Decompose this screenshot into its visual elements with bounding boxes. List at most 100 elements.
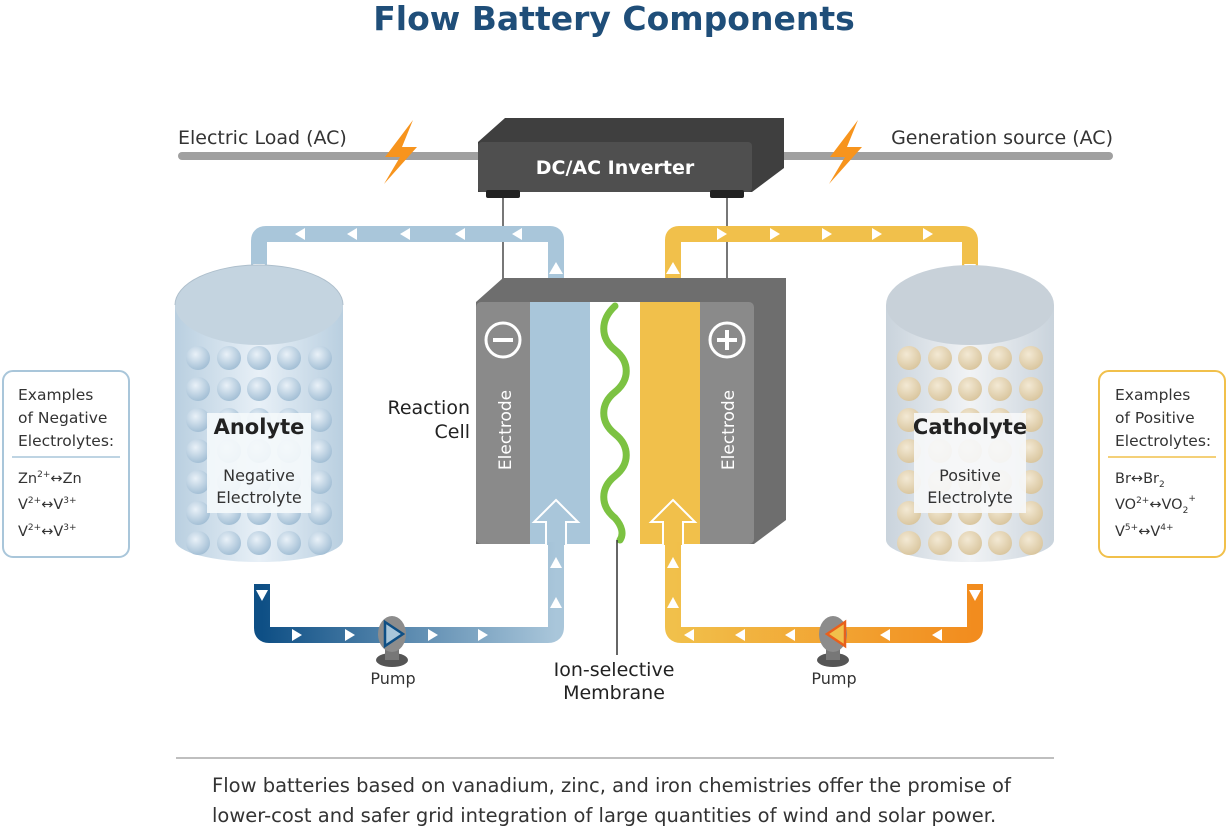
electrolyte-bubble	[217, 346, 241, 370]
footer-line1: Flow batteries based on vanadium, zinc, …	[212, 774, 1012, 797]
electrolyte-bubble	[1019, 377, 1043, 401]
membrane-label-line2: Membrane	[563, 682, 665, 704]
pump-arrow-icon	[824, 619, 847, 649]
electrolyte-bubble	[247, 377, 271, 401]
pump-arrow-icon	[383, 619, 406, 649]
tank-label-panel	[207, 413, 311, 513]
inverter-foot	[486, 190, 520, 198]
diagram-title: Flow Battery Components	[373, 0, 854, 38]
tank-top	[175, 265, 343, 345]
electrolyte-bubble	[277, 531, 301, 555]
inverter-front	[478, 142, 752, 192]
anolyte-desc-line2: Electrolyte	[216, 488, 302, 507]
electrolyte-bubble	[217, 377, 241, 401]
positive-heading-line3: Electrolytes:	[1115, 432, 1211, 450]
negative-example-3: V2+↔V3+	[18, 523, 77, 540]
flow-arrow	[872, 228, 882, 240]
electrolyte-bubble	[958, 531, 982, 555]
reaction-cell-label-line2: Cell	[434, 421, 470, 443]
flow-arrow	[932, 629, 942, 641]
positive-example-3: V5+↔V4+	[1115, 523, 1174, 540]
inverter-foot	[710, 190, 744, 198]
right-pump: Pump	[811, 616, 857, 688]
flow-arrow	[512, 228, 522, 240]
flow-arrow	[550, 557, 562, 568]
electrolyte-bubble	[958, 346, 982, 370]
lightning-bolt-icon	[384, 120, 417, 184]
electrolyte-bubble	[186, 531, 210, 555]
catholyte-tank: Catholyte Positive Electrolyte	[886, 265, 1054, 562]
electrolyte-bubble	[897, 531, 921, 555]
flow-arrow	[256, 590, 268, 601]
electrolyte-bubble	[1019, 531, 1043, 555]
electrolyte-bubble	[308, 531, 332, 555]
electrolyte-bubble	[988, 531, 1012, 555]
reaction-cell-label-line1: Reaction	[387, 397, 470, 419]
minus-icon	[484, 321, 522, 359]
right-pump-label: Pump	[811, 669, 856, 688]
box-frame	[2, 370, 130, 558]
flow-arrow	[345, 629, 355, 641]
electric-load-label: Electric Load (AC)	[178, 127, 347, 149]
electrolyte-bubble	[928, 531, 952, 555]
positive-example-2: VO2+↔VO2+	[1115, 494, 1196, 516]
negative-electrode-label: Electrode	[496, 390, 516, 470]
electrolyte-bubble	[186, 408, 210, 432]
flow-arrow	[880, 629, 890, 641]
catholyte-desc-line1: Positive	[939, 466, 1001, 485]
flow-arrow	[478, 629, 488, 641]
dc-ac-inverter: DC/AC Inverter	[478, 118, 784, 300]
electrolyte-bubble	[1019, 346, 1043, 370]
electrolyte-bubble	[277, 377, 301, 401]
flow-arrow	[735, 629, 745, 641]
electrolyte-bubble	[928, 346, 952, 370]
electrolyte-bubble	[308, 408, 332, 432]
membrane-label-line1: Ion-selective	[554, 659, 675, 681]
negative-electrolytes-box: Examples of Negative Electrolytes: Zn2+↔…	[2, 370, 130, 558]
catholyte-desc-line2: Electrolyte	[927, 488, 1013, 507]
membrane-zone	[590, 302, 640, 544]
positive-example-1: Br↔Br2	[1115, 471, 1165, 490]
electrolyte-bubble	[186, 377, 210, 401]
electrolyte-bubble	[988, 377, 1012, 401]
electrolyte-bubble	[308, 377, 332, 401]
flow-arrow	[717, 228, 727, 240]
electrolyte-bubble	[277, 346, 301, 370]
flow-arrow	[667, 557, 679, 568]
electrolyte-bubble	[247, 531, 271, 555]
anolyte-bottom-pipe	[254, 542, 564, 643]
electrolyte-bubble	[897, 346, 921, 370]
negative-example-2: V2+↔V3+	[18, 496, 77, 513]
positive-heading-line1: Examples	[1115, 386, 1190, 404]
flow-arrow	[428, 629, 438, 641]
reaction-cell: Electrode Electrode	[476, 278, 786, 547]
flow-arrow	[969, 590, 981, 601]
power-line: Electric Load (AC) Generation source (AC…	[178, 120, 1113, 184]
flow-arrow	[292, 629, 302, 641]
lightning-bolt-icon	[829, 120, 862, 184]
electrolyte-bubble	[988, 346, 1012, 370]
flow-arrow	[666, 262, 680, 274]
flow-arrow	[400, 228, 410, 240]
membrane-wave	[600, 302, 630, 544]
positive-electrode-label: Electrode	[719, 390, 739, 470]
negative-heading-line2: of Negative	[18, 409, 107, 427]
footer-line2: lower-cost and safer grid integration of…	[212, 804, 996, 827]
negative-heading-line1: Examples	[18, 386, 93, 404]
positive-heading-line2: of Positive	[1115, 409, 1195, 427]
flow-arrow	[770, 228, 780, 240]
electrolyte-bubble	[308, 470, 332, 494]
electrolyte-bubble	[308, 346, 332, 370]
anolyte-desc-line1: Negative	[223, 466, 295, 485]
electrolyte-bubble	[928, 377, 952, 401]
flow-arrow	[684, 629, 694, 641]
electrolyte-bubble	[308, 439, 332, 463]
flow-arrow	[549, 262, 563, 274]
tank-top	[886, 265, 1054, 345]
anolyte-name: Anolyte	[214, 415, 305, 439]
electrolyte-bubble	[217, 531, 241, 555]
flow-arrow	[667, 597, 679, 608]
electrolyte-bubble	[897, 377, 921, 401]
left-pump-label: Pump	[370, 669, 415, 688]
generation-source-label: Generation source (AC)	[891, 127, 1113, 149]
